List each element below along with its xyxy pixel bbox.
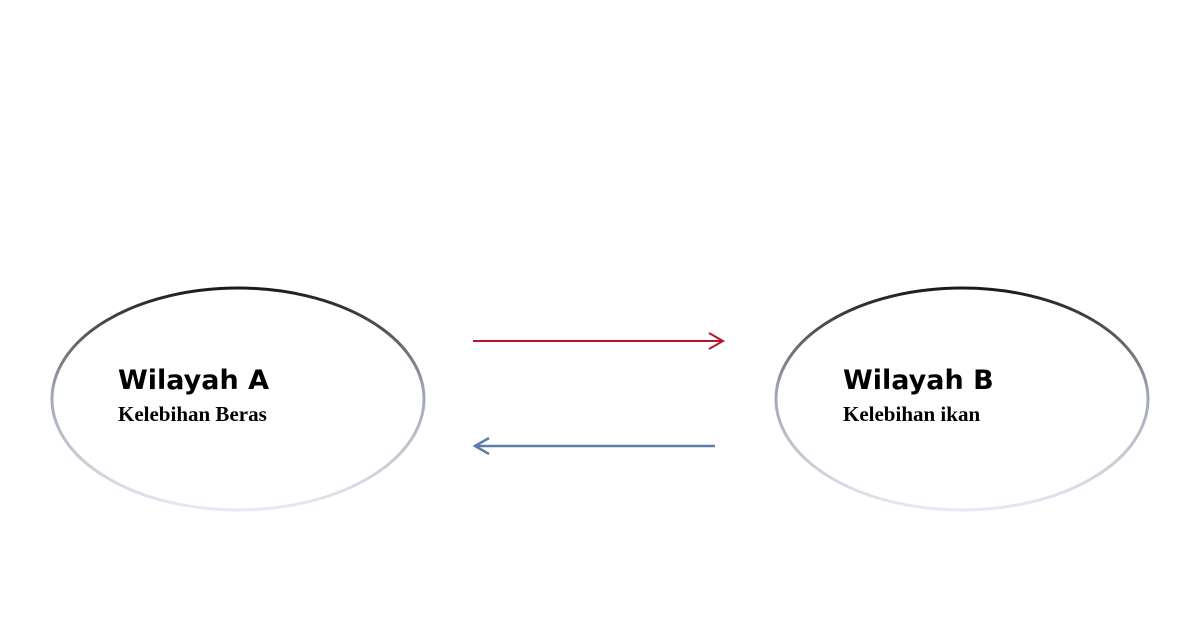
region-b-ellipse: [774, 286, 1150, 512]
region-a: Wilayah A Kelebihan Beras: [50, 286, 426, 512]
region-a-subtitle: Kelebihan Beras: [118, 402, 267, 426]
region-b-title: Wilayah B: [843, 365, 994, 396]
region-a-ellipse: [50, 286, 426, 512]
arrow-b-to-a: [472, 436, 715, 456]
arrow-a-to-b: [473, 332, 726, 350]
region-b-subtitle: Kelebihan ikan: [843, 402, 980, 426]
region-b: Wilayah B Kelebihan ikan: [774, 286, 1150, 512]
region-a-title: Wilayah A: [118, 365, 269, 396]
